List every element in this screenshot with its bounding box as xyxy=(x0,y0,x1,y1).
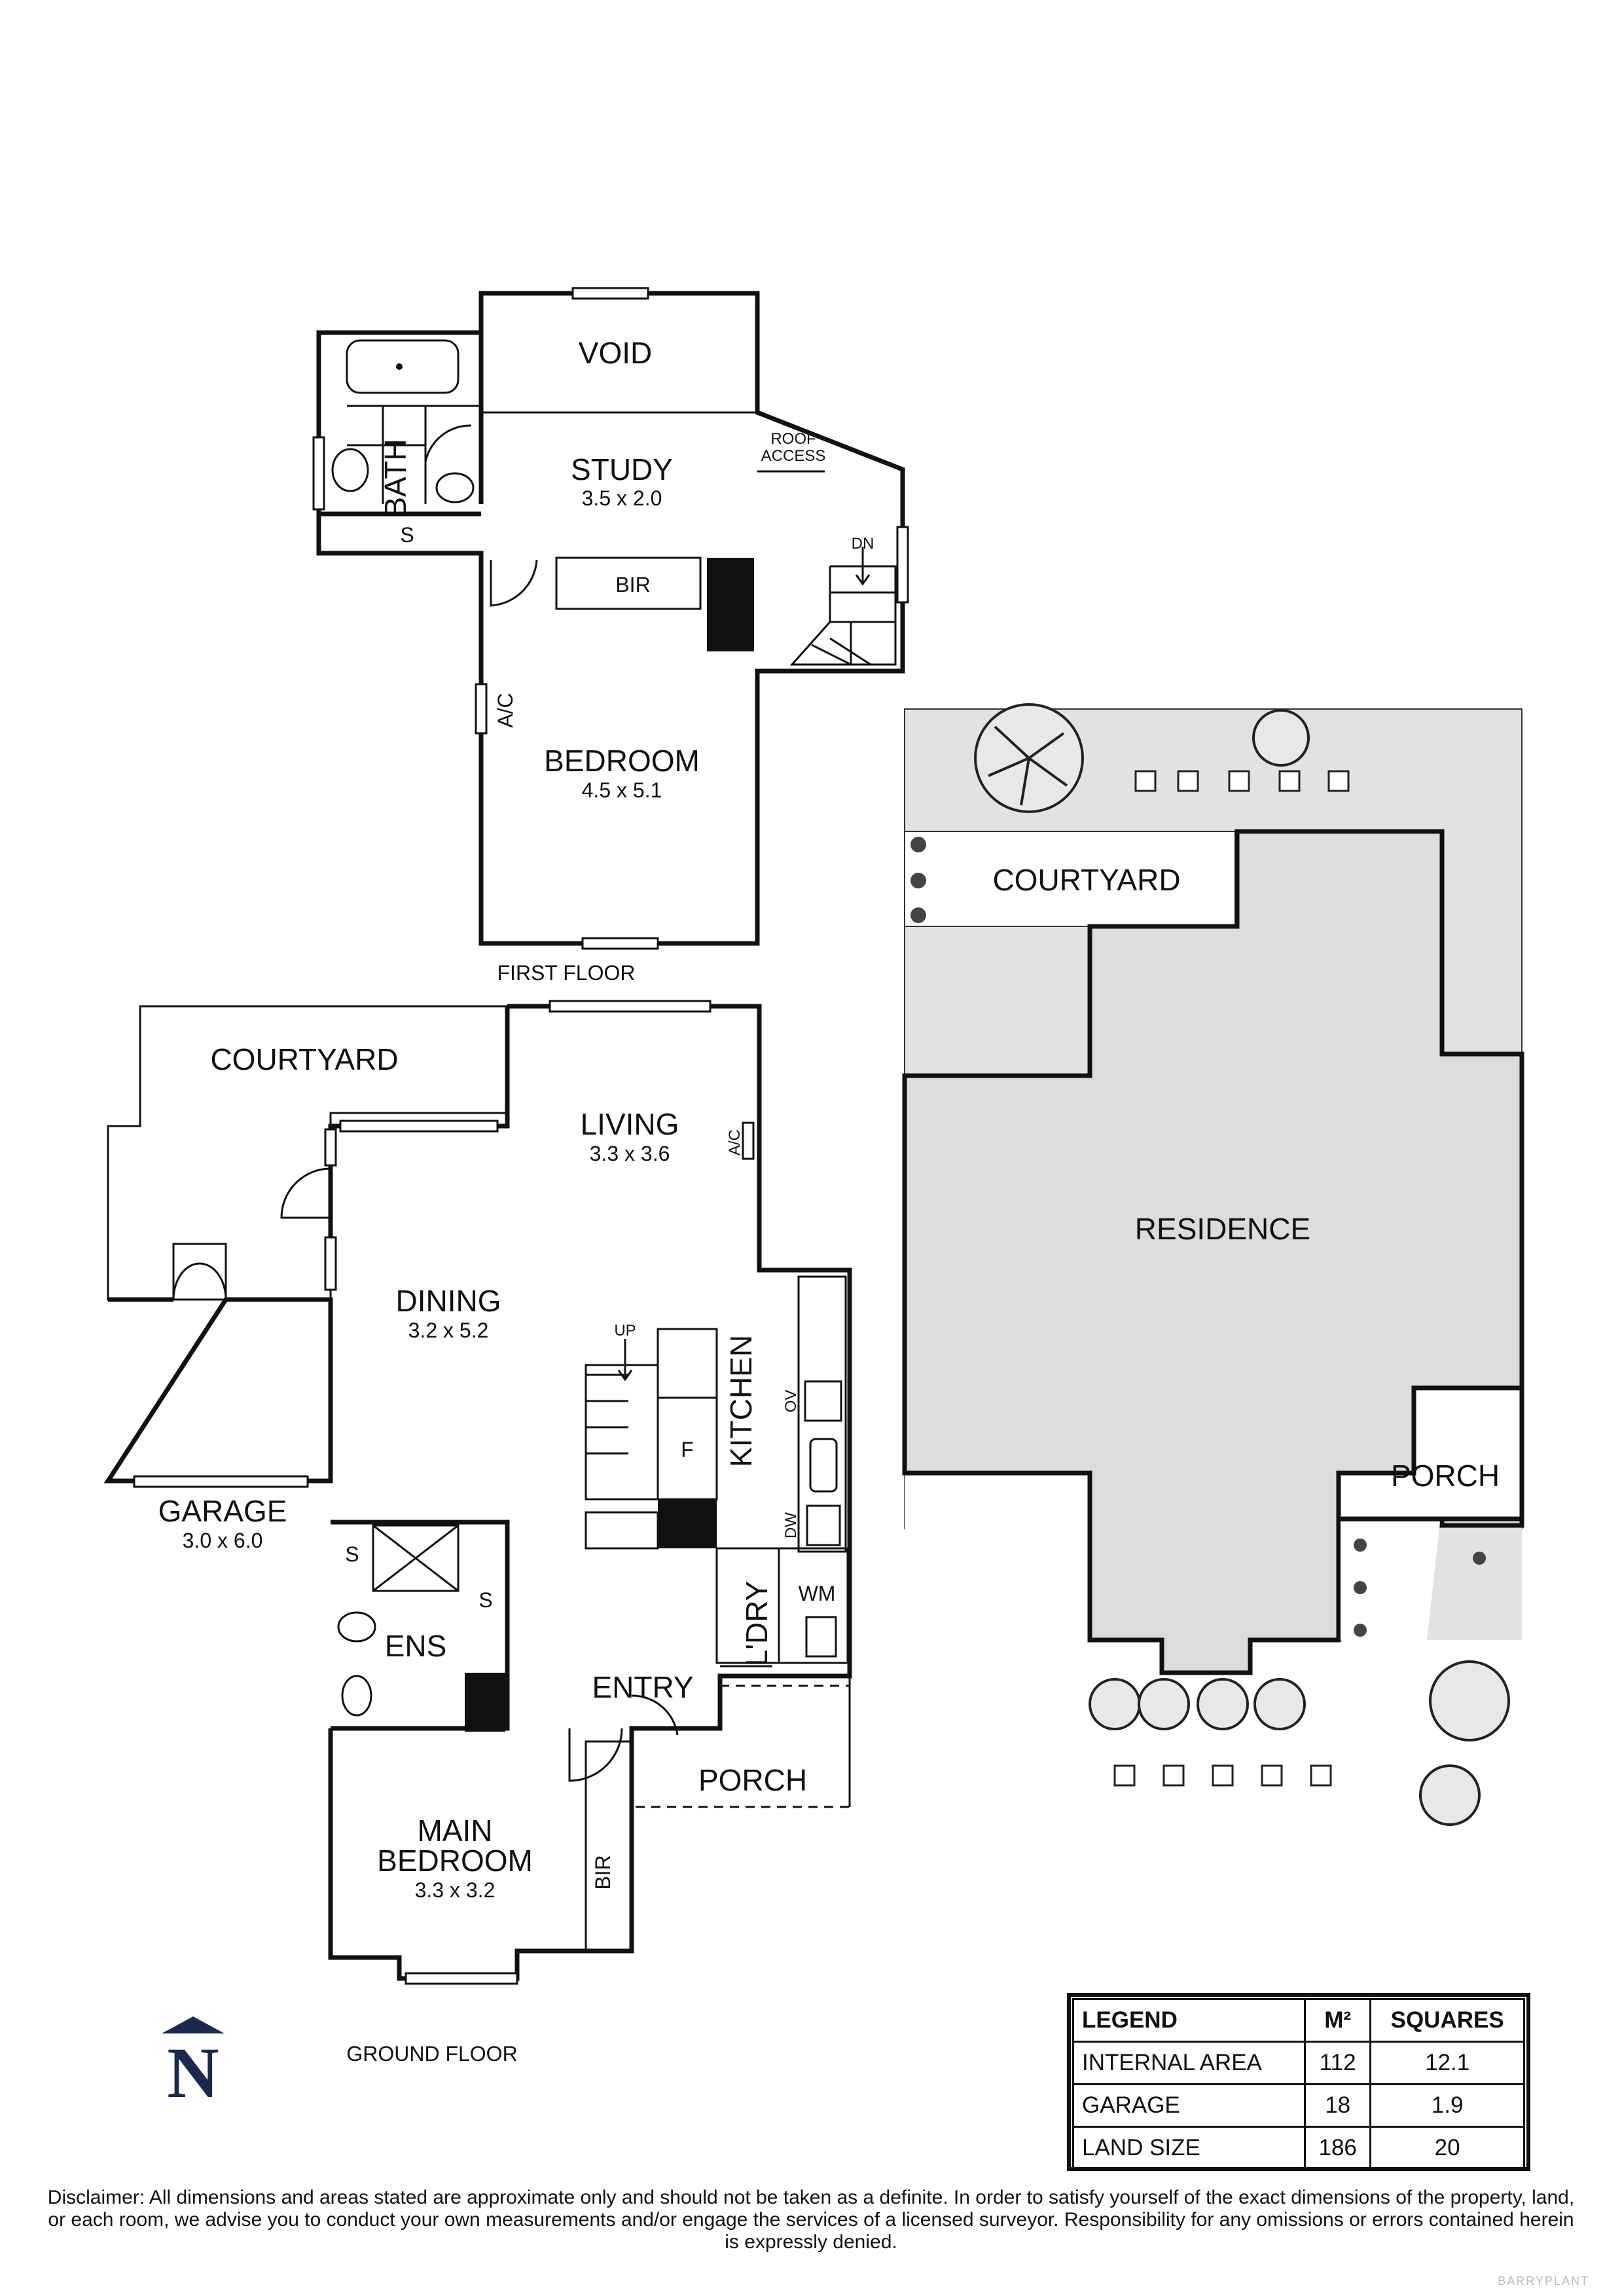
legend-row-squares: 12.1 xyxy=(1369,2041,1525,2085)
toilet-icon xyxy=(341,1675,372,1717)
first-floor-plan: VOID STUDY 3.5 x 2.0 BATH S ROOF ACCESS … xyxy=(312,287,909,985)
window xyxy=(339,1120,499,1133)
tree-icon xyxy=(1138,1678,1190,1730)
legend-table: LEGEND M² SQUARES INTERNAL AREA 112 12.1… xyxy=(1072,1998,1525,2170)
ac-unit xyxy=(742,1121,755,1160)
room-dim-main-bedroom: 3.3 x 3.2 xyxy=(415,1878,496,1902)
site-label-porch: PORCH xyxy=(1391,1459,1500,1493)
legend-row: GARAGE 18 1.9 xyxy=(1072,2083,1525,2128)
window xyxy=(896,526,909,604)
room-label-courtyard: COURTYARD xyxy=(210,1042,398,1076)
basin-icon xyxy=(337,1611,376,1643)
north-compass: N xyxy=(157,2016,229,2128)
site-plan: COURTYARD RESIDENCE PORCH xyxy=(902,703,1524,1826)
tree-icon xyxy=(1419,1764,1481,1826)
legend-header-label: LEGEND xyxy=(1072,1998,1307,2043)
floor-plan: VOID STUDY 3.5 x 2.0 BATH S ROOF ACCESS … xyxy=(103,287,1524,2066)
storage-label: S xyxy=(478,1588,492,1612)
ac-unit xyxy=(475,683,488,735)
room-label-storage: S xyxy=(400,523,414,547)
legend-row-label: LAND SIZE xyxy=(1072,2126,1307,2170)
site-label-residence: RESIDENCE xyxy=(1135,1212,1310,1246)
legend-row-m2: 18 xyxy=(1304,2083,1372,2128)
room-label-porch: PORCH xyxy=(698,1763,807,1797)
room-dim-living: 3.3 x 3.6 xyxy=(590,1142,670,1165)
ground-floor-plan: COURTYARD LIVING 3.3 x 3.6 A/C DINING 3.… xyxy=(103,1000,852,2066)
window xyxy=(324,1236,337,1291)
tree-icon xyxy=(1197,1678,1249,1730)
room-label-bir: BIR xyxy=(591,1855,615,1889)
window xyxy=(405,1972,518,1985)
room-label-living: LIVING xyxy=(581,1107,679,1141)
tree-icon xyxy=(1253,1678,1306,1730)
site-label-courtyard: COURTYARD xyxy=(992,863,1180,897)
legend-row: INTERNAL AREA 112 12.1 xyxy=(1072,2041,1525,2085)
garage-door xyxy=(133,1475,309,1488)
room-label-laundry: L'DRY xyxy=(740,1581,774,1667)
legend-row-m2: 112 xyxy=(1304,2041,1372,2085)
north-arrow-icon xyxy=(162,2016,225,2033)
window xyxy=(549,1000,712,1013)
room-dim-dining: 3.2 x 5.2 xyxy=(408,1319,489,1342)
legend-header-row: LEGEND M² SQUARES xyxy=(1072,1998,1525,2043)
room-label-kitchen: KITCHEN xyxy=(724,1335,758,1467)
disclaimer-text: Disclaimer: All dimensions and areas sta… xyxy=(47,2187,1575,2253)
window xyxy=(324,1128,337,1167)
roof-access-label-line1: ROOF xyxy=(770,430,816,448)
room-label-bedroom: BEDROOM xyxy=(544,744,700,778)
window xyxy=(581,937,659,950)
window xyxy=(312,436,325,511)
tree-icon xyxy=(1429,1660,1510,1741)
legend-row-label: INTERNAL AREA xyxy=(1072,2041,1307,2085)
first-floor-caption: FIRST FLOOR xyxy=(497,961,636,985)
room-dim-bedroom: 4.5 x 5.1 xyxy=(582,778,662,802)
toilet-icon xyxy=(435,472,475,503)
room-label-garage: GARAGE xyxy=(158,1494,287,1528)
room-label-bath: BATH xyxy=(378,439,412,517)
ac-label: A/C xyxy=(494,693,517,727)
north-letter: N xyxy=(167,2033,219,2113)
room-label-bir: BIR xyxy=(615,573,650,596)
stair-up-label: UP xyxy=(614,1322,636,1339)
ground-floor-caption: GROUND FLOOR xyxy=(346,2042,517,2066)
fridge-label: F xyxy=(681,1438,694,1461)
legend-header-squares: SQUARES xyxy=(1369,1998,1525,2043)
legend-row: LAND SIZE 186 20 xyxy=(1072,2126,1525,2170)
tree-icon xyxy=(1252,709,1310,767)
basin-icon xyxy=(331,448,369,492)
oven-icon xyxy=(804,1380,842,1422)
legend-header-m2: M² xyxy=(1304,1998,1372,2043)
room-label-study: STUDY xyxy=(571,452,673,486)
watermark: BARRYPLANT xyxy=(1498,2274,1589,2287)
room-label-dining: DINING xyxy=(396,1284,501,1318)
room-dim-garage: 3.0 x 6.0 xyxy=(183,1529,263,1552)
storage-label: S xyxy=(345,1542,359,1566)
stair-down-label: DN xyxy=(852,535,874,553)
tree-icon xyxy=(1089,1678,1141,1730)
legend-row-m2: 186 xyxy=(1304,2126,1372,2170)
sink-icon xyxy=(809,1438,838,1493)
roof-access-label-line2: ACCESS xyxy=(761,447,826,465)
window xyxy=(571,287,649,300)
washing-machine-label: WM xyxy=(799,1582,836,1605)
legend-row-squares: 1.9 xyxy=(1369,2083,1525,2128)
room-dim-study: 3.5 x 2.0 xyxy=(582,486,662,510)
room-label-void: VOID xyxy=(579,336,652,370)
pantry-label: P xyxy=(680,1510,694,1533)
room-label-main-bedroom-line2: BEDROOM xyxy=(377,1844,533,1878)
legend-row-label: GARAGE xyxy=(1072,2083,1307,2128)
room-label-ensuite: ENS xyxy=(385,1629,447,1663)
legend-row-squares: 20 xyxy=(1369,2126,1525,2170)
room-label-main-bedroom-line1: MAIN xyxy=(418,1813,493,1848)
ac-label: A/C xyxy=(726,1129,744,1156)
dishwasher-label: DW xyxy=(782,1512,800,1539)
room-label-entry: ENTRY xyxy=(592,1670,693,1704)
oven-label: OV xyxy=(782,1390,800,1413)
